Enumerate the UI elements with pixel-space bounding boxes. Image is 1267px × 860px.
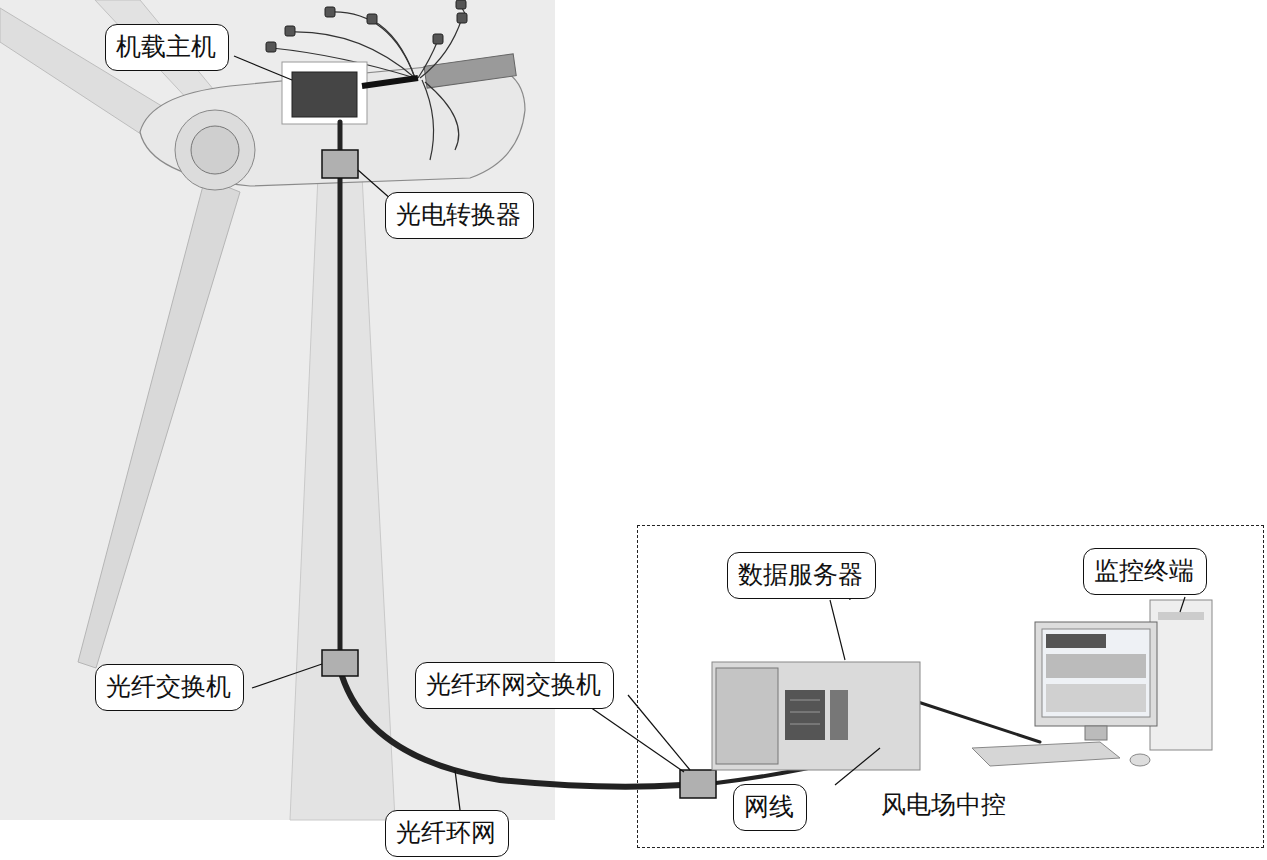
callout-box: 监控终端 (1083, 548, 1207, 595)
callout-box: 数据服务器 (727, 552, 876, 599)
hub (191, 126, 239, 174)
callout-label: 监控终端 (1094, 555, 1194, 588)
fiber-switch (322, 650, 358, 676)
host-housing (282, 62, 367, 124)
hub (175, 110, 255, 190)
monitor-terminal (972, 600, 1212, 766)
control-center-region: 风电场中控 数据服务器 监控终端网线 (637, 525, 1264, 848)
sensor-wires (272, 5, 466, 160)
callout-label: 机载主机 (116, 31, 216, 64)
callout-box: 光电转换器 (385, 192, 534, 239)
callout-label: 网线 (744, 791, 794, 824)
nacelle-part (424, 54, 516, 88)
callout-box: 光纤环网交换机 (415, 662, 614, 709)
sensors (266, 0, 467, 52)
callout-label: 光纤环网 (396, 817, 496, 850)
callout-label: 光纤环网交换机 (426, 669, 601, 702)
callout-box: 光纤环网 (385, 810, 509, 857)
optoelectronic-converter (322, 150, 358, 178)
tower (290, 175, 395, 820)
cable (362, 78, 418, 86)
callout-box: 机载主机 (105, 24, 229, 71)
callout-box: 光纤交换机 (95, 664, 244, 711)
server (712, 662, 920, 770)
callout-label: 数据服务器 (738, 559, 863, 592)
callout-label: 光纤交换机 (106, 671, 231, 704)
cables (340, 122, 1040, 787)
callout-label: 光电转换器 (396, 199, 521, 232)
blade (78, 178, 240, 668)
ring-switch (680, 770, 716, 798)
callout-box: 网线 (733, 784, 807, 831)
onboard-host (292, 72, 357, 117)
leader-lines (234, 56, 1185, 810)
region-heading: 风电场中控 (881, 788, 1006, 821)
